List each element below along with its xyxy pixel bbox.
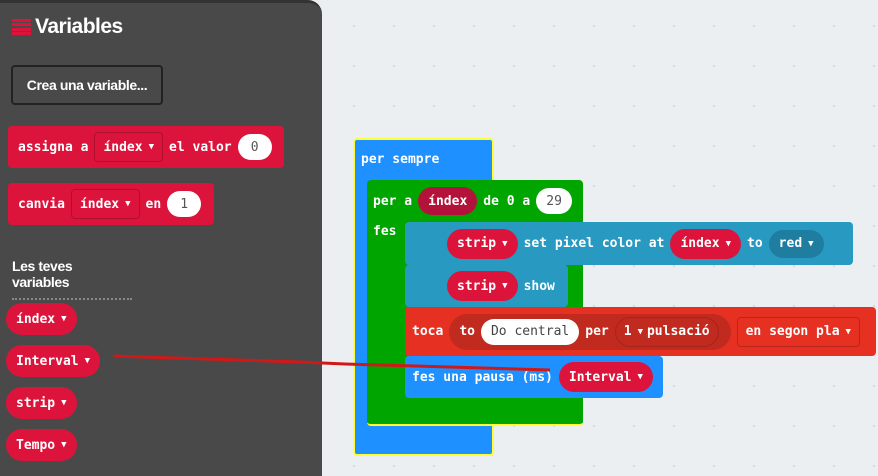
variable-strip[interactable]: strip▼: [6, 387, 77, 419]
assign-var-dropdown[interactable]: índex▼: [94, 132, 164, 162]
set-pixel-color-block[interactable]: strip▼ set pixel color at índex▼ to red▼: [405, 222, 853, 265]
dropdown-arrow-icon: ▼: [808, 238, 814, 249]
dropdown-arrow-icon: ▼: [637, 326, 643, 337]
strip-dropdown[interactable]: strip▼: [447, 271, 518, 301]
create-variable-button[interactable]: Crea una variable...: [11, 65, 163, 105]
for-var-index[interactable]: índex: [418, 187, 478, 215]
menu-icon: [12, 18, 31, 36]
dropdown-arrow-icon: ▼: [725, 238, 732, 249]
variable-tempo[interactable]: Tempo▼: [6, 429, 77, 461]
dropdown-arrow-icon: ▼: [84, 356, 91, 366]
dropdown-arrow-icon: ▼: [845, 326, 851, 337]
color-dropdown[interactable]: red▼: [768, 229, 824, 258]
change-value-input[interactable]: 1: [167, 191, 202, 217]
variables-flyout: Variables Crea una variable... assigna a…: [0, 0, 322, 476]
variable-interval[interactable]: Interval▼: [6, 345, 101, 377]
dropdown-arrow-icon: ▼: [61, 440, 67, 450]
dropdown-arrow-icon: ▼: [502, 281, 508, 291]
dropdown-arrow-icon: ▼: [125, 199, 131, 209]
do-label: fes: [373, 224, 397, 239]
tone-inner: to Do central per 1▼pulsació: [449, 313, 731, 350]
dropdown-arrow-icon: ▼: [502, 238, 508, 249]
mode-dropdown[interactable]: en segon pla▼: [736, 316, 860, 347]
variable-index[interactable]: índex▼: [6, 303, 77, 335]
index-dropdown[interactable]: índex▼: [670, 228, 742, 259]
note-input[interactable]: Do central: [480, 318, 580, 345]
strip-show-block[interactable]: strip▼ show: [405, 265, 568, 307]
assign-value-input[interactable]: 0: [237, 134, 272, 160]
change-var-dropdown[interactable]: índex▼: [70, 189, 140, 219]
pause-block[interactable]: fes una pausa (ms) Interval▼: [405, 356, 663, 398]
section-label: Les teves variables: [12, 258, 132, 300]
dropdown-arrow-icon: ▼: [637, 372, 643, 382]
beats-dropdown[interactable]: 1▼pulsació: [614, 316, 719, 347]
dropdown-arrow-icon: ▼: [61, 314, 67, 324]
flyout-title: Variables: [12, 15, 123, 39]
assign-block[interactable]: assigna a índex▼ el valor 0: [8, 126, 284, 168]
dropdown-arrow-icon: ▼: [148, 142, 155, 152]
strip-dropdown[interactable]: strip▼: [447, 228, 518, 259]
interval-dropdown[interactable]: Interval▼: [558, 362, 653, 392]
play-tone-block[interactable]: toca to Do central per 1▼pulsació en seg…: [405, 307, 876, 356]
for-to-input[interactable]: 29: [536, 188, 572, 214]
change-block[interactable]: canvia índex▼ en 1: [8, 183, 214, 225]
dropdown-arrow-icon: ▼: [61, 398, 67, 408]
